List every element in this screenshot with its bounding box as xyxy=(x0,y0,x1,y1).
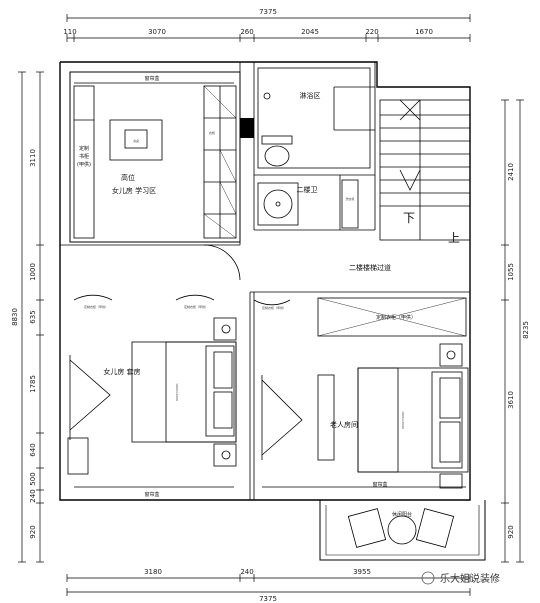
label-bookcase-3: (甲供) xyxy=(77,161,91,168)
label-bathroom2: 二楼卫 xyxy=(297,185,318,194)
note-door-mid: 定制衣柜（甲供） xyxy=(184,304,208,309)
label-elder-room: 老人房间 xyxy=(330,420,358,429)
label-bookcase-1: 定制 xyxy=(79,145,89,152)
dim-top-seg-5: 1670 xyxy=(415,28,433,36)
dim-top-seg-4: 220 xyxy=(365,28,378,36)
label-curtain-box-top: 窗帘盒 xyxy=(144,75,159,82)
dim-left-seg-1: 1000 xyxy=(29,263,37,281)
label-bath-area: 淋浴区 xyxy=(300,91,321,100)
label-stairs-up: 上 xyxy=(448,231,460,245)
dim-right-seg-2: 3610 xyxy=(507,391,515,409)
label-balcony: 休闲阳台 xyxy=(392,511,412,518)
dim-left-seg-3: 1785 xyxy=(29,375,37,393)
dim-top-seg-2: 260 xyxy=(240,28,253,36)
dim-top-seg-0: 110 xyxy=(63,28,76,36)
dim-bottom-seg-0: 3180 xyxy=(144,568,162,576)
watermark: 乐大姐说装修 xyxy=(421,571,500,585)
label-curtain-box-right: 窗帘盒 xyxy=(372,481,387,488)
watermark-text: 乐大姐说装修 xyxy=(440,572,500,585)
dim-right-total: 8235 xyxy=(522,321,530,339)
note-washer: 洗衣机 xyxy=(345,196,354,201)
note-cabinet: 衣柜 xyxy=(209,130,215,135)
dim-top-seg-3: 2045 xyxy=(301,28,319,36)
dim-left-seg-6: 240 xyxy=(29,489,37,502)
dim-left-seg-4: 640 xyxy=(29,443,37,456)
label-corridor: 二楼楼梯过道 xyxy=(349,263,391,272)
note-bed-size-right: 1800×2000 xyxy=(401,411,405,429)
dim-bottom-total: 7375 xyxy=(259,595,277,603)
label-stairs-down: 下 xyxy=(403,211,415,225)
dim-left-seg-2: 635 xyxy=(29,310,37,323)
note-desk: 书桌 xyxy=(133,138,139,143)
watermark-logo-icon xyxy=(421,571,435,585)
note-door-right: 定制衣柜（甲供） xyxy=(262,305,286,310)
dim-bottom-seg-2: 3955 xyxy=(353,568,371,576)
label-study-high: 高位 xyxy=(121,173,135,182)
dim-top-seg-1: 3070 xyxy=(148,28,166,36)
label-wardrobe: 定制衣柜（甲供） xyxy=(376,314,416,321)
label-study: 女儿房 学习区 xyxy=(112,186,156,195)
dim-right-seg-1: 1055 xyxy=(507,263,515,281)
label-curtain-box-left: 窗帘盒 xyxy=(144,491,159,498)
dim-right-seg-0: 2410 xyxy=(507,163,515,181)
dim-top-total: 7375 xyxy=(259,8,277,16)
dim-left-seg-7: 920 xyxy=(29,525,37,538)
label-daughter-room: 女儿房 套房 xyxy=(103,367,140,376)
dim-left-seg-5: 500 xyxy=(29,472,37,485)
dim-left-seg-0: 3110 xyxy=(29,149,37,167)
dim-left-total: 8830 xyxy=(11,308,19,326)
note-bed-size-left: 1800×2000 xyxy=(175,383,179,401)
dim-right-seg-3: 920 xyxy=(507,525,515,538)
dim-bottom-seg-1: 240 xyxy=(240,568,253,576)
label-bookcase-2: 书柜 xyxy=(79,153,89,160)
note-door-left: 定制衣柜（甲供） xyxy=(84,304,108,309)
